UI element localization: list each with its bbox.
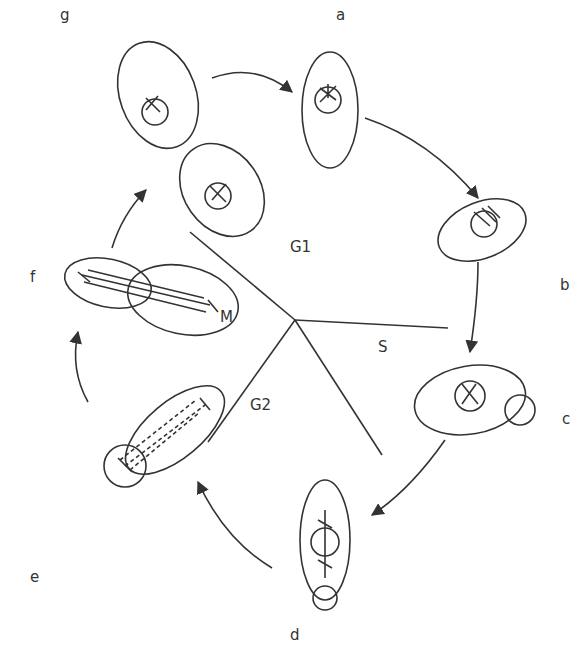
phase-label: S bbox=[378, 340, 388, 355]
phase-label: G1 bbox=[290, 240, 311, 255]
stage-letter: f bbox=[30, 270, 35, 285]
stage-letter: c bbox=[562, 412, 570, 427]
stage-letter: d bbox=[290, 628, 300, 643]
stage-letter: e bbox=[30, 570, 39, 585]
stage-letter: a bbox=[336, 8, 345, 23]
stage-letter: b bbox=[560, 278, 570, 293]
phase-label: G2 bbox=[250, 398, 271, 413]
stage-letter: g bbox=[60, 8, 70, 23]
phase-label: M bbox=[220, 310, 233, 325]
